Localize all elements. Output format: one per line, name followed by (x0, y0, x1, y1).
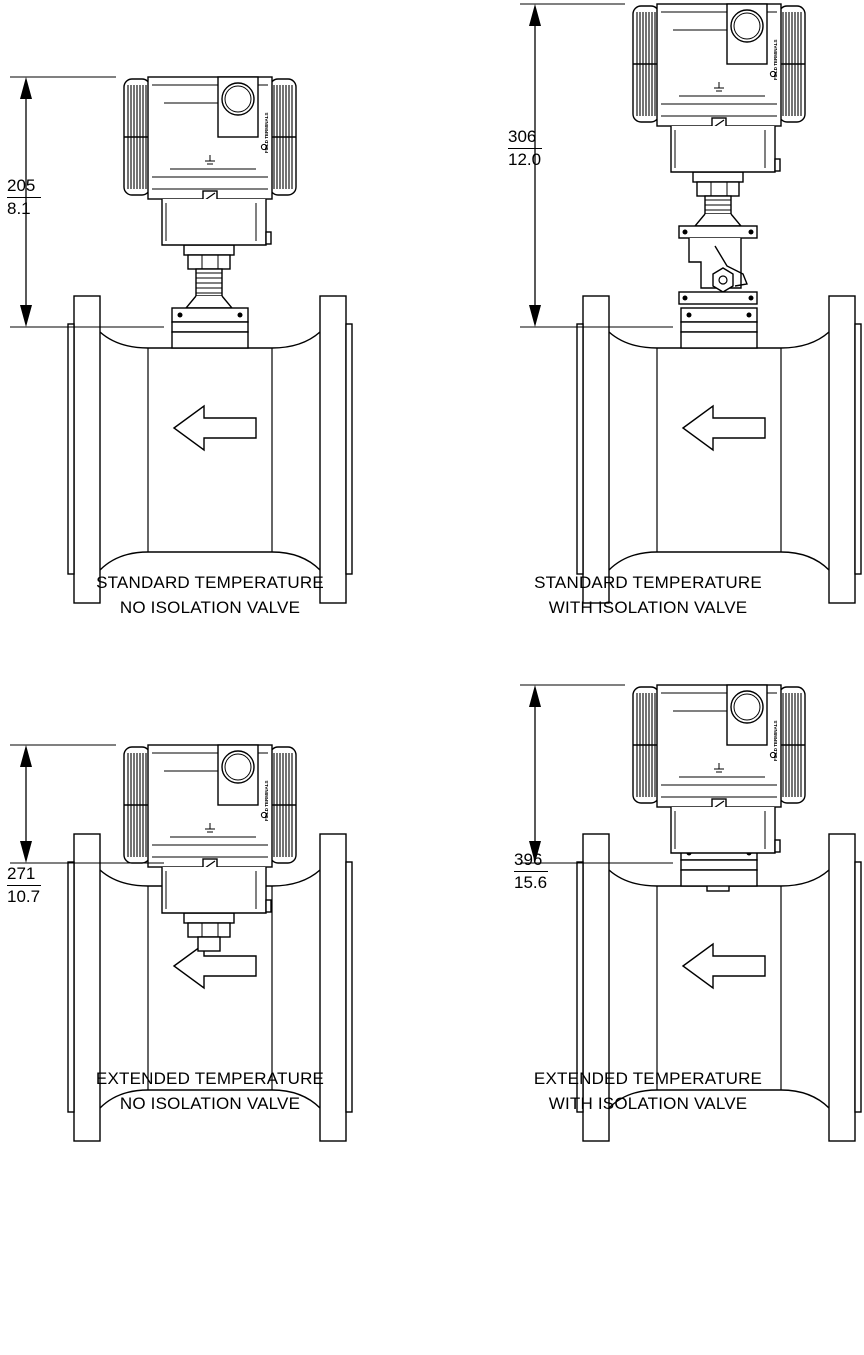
left-pipe-flange (582, 833, 610, 1142)
left-end-cap (632, 686, 660, 804)
right-pipe-flange (319, 295, 347, 604)
left-pipe-flange (73, 833, 101, 1142)
terminal-label: FIELD TERMINALS (773, 721, 778, 762)
transmitter-housing: FIELD TERMINALS (123, 744, 297, 914)
terminal-screw-icon (769, 751, 777, 759)
housing-neck (670, 126, 776, 173)
panel-caption: STANDARD TEMPERATURE NO ISOLATION VALVE (0, 570, 420, 620)
dimension-label: 306 12.0 (508, 127, 542, 170)
dimension-label: 271 10.7 (7, 864, 41, 907)
right-end-cap (778, 5, 806, 123)
right-pipe-flange (828, 833, 856, 1142)
valve-hex-nut (712, 267, 734, 293)
terminal-label: FIELD TERMINALS (264, 781, 269, 822)
housing-neck (161, 199, 267, 246)
terminal-screw-icon (260, 811, 268, 819)
caption-line-2: WITH ISOLATION VALVE (548, 598, 748, 617)
dimension-mm: 396 (514, 850, 548, 872)
arrow-left-icon (681, 942, 766, 990)
ground-symbol-icon (714, 82, 724, 92)
dimension-inch: 10.7 (7, 887, 41, 906)
panel-standard-with-valve: FIELD TERMINALS 306 12.0 STANDARD TEMPER… (432, 0, 864, 677)
meter-assembly: FIELD TERMINALS (10, 744, 353, 1142)
left-pipe-flange (582, 295, 610, 604)
caption-line-1: STANDARD TEMPERATURE (96, 573, 324, 592)
right-end-cap (269, 78, 297, 196)
mounting-flange (680, 307, 758, 349)
meter-drawing: FIELD TERMINALS (10, 76, 353, 604)
dimension-arrow (520, 684, 673, 864)
dimension-arrow (10, 76, 164, 328)
dimension-arrow (10, 744, 164, 864)
meter-assembly: FIELD TERMINALS (10, 76, 353, 604)
panel-standard-no-valve: FIELD TERMINALS 205 8.1 STANDARD TEMPERA… (0, 0, 432, 677)
display-window (221, 82, 255, 116)
dimension-inch: 12.0 (508, 150, 542, 169)
dimension-inch: 8.1 (7, 199, 31, 218)
sensor-stem (692, 171, 744, 227)
panel-extended-no-valve: FIELD TERMINALS 271 10.7 EXTENDED TEMPER… (0, 678, 432, 1355)
panel-caption: EXTENDED TEMPERATURE WITH ISOLATION VALV… (438, 1066, 858, 1116)
dimension-mm: 306 (508, 127, 542, 149)
caption-line-1: EXTENDED TEMPERATURE (533, 1069, 763, 1088)
right-end-cap (778, 686, 806, 804)
arrow-left-icon (172, 404, 257, 452)
meter-drawing: FIELD TERMINALS (520, 3, 862, 604)
caption-line-2: NO ISOLATION VALVE (119, 598, 301, 617)
ground-symbol-icon (714, 763, 724, 773)
terminal-screw-icon (769, 70, 777, 78)
dimension-mm: 205 (7, 176, 41, 198)
right-end-cap (269, 746, 297, 864)
meter-assembly: FIELD TERMINALS (520, 3, 862, 604)
meter-drawing: FIELD TERMINALS (520, 684, 862, 1142)
transmitter-housing: FIELD TERMINALS (632, 3, 806, 173)
housing-neck (670, 807, 776, 854)
display-window (221, 750, 255, 784)
left-end-cap (632, 5, 660, 123)
left-pipe-flange (73, 295, 101, 604)
flow-body (576, 295, 862, 604)
sensor-stem (183, 244, 235, 309)
arrow-left-icon (681, 404, 766, 452)
transmitter-housing: FIELD TERMINALS (632, 684, 806, 854)
display-window (730, 9, 764, 43)
dimension-arrow (520, 3, 673, 328)
dimension-inch: 15.6 (514, 873, 548, 892)
ground-symbol-icon (205, 155, 215, 165)
display-window (730, 690, 764, 724)
meter-drawing: FIELD TERMINALS (10, 744, 353, 1142)
right-pipe-flange (828, 295, 856, 604)
panel-caption: EXTENDED TEMPERATURE NO ISOLATION VALVE (0, 1066, 420, 1116)
dimension-label: 205 8.1 (7, 176, 41, 219)
terminal-screw-icon (260, 143, 268, 151)
left-end-cap (123, 746, 151, 864)
mounting-flange (171, 307, 249, 349)
caption-line-1: STANDARD TEMPERATURE (534, 573, 762, 592)
caption-line-2: NO ISOLATION VALVE (119, 1094, 301, 1113)
dimension-mm: 271 (7, 864, 41, 886)
dimension-label: 396 15.6 (514, 850, 548, 893)
flow-body (576, 833, 862, 1142)
terminal-label: FIELD TERMINALS (264, 113, 269, 154)
ground-symbol-icon (205, 823, 215, 833)
caption-line-2: WITH ISOLATION VALVE (548, 1094, 748, 1113)
isolation-valve (678, 225, 758, 305)
right-pipe-flange (319, 833, 347, 1142)
housing-neck (161, 867, 267, 914)
terminal-label: FIELD TERMINALS (773, 40, 778, 81)
caption-line-1: EXTENDED TEMPERATURE (95, 1069, 325, 1088)
left-end-cap (123, 78, 151, 196)
transmitter-housing: FIELD TERMINALS (123, 76, 297, 246)
panel-caption: STANDARD TEMPERATURE WITH ISOLATION VALV… (438, 570, 858, 620)
meter-assembly: FIELD TERMINALS (520, 684, 862, 1142)
panel-extended-with-valve: FIELD TERMINALS 396 15.6 EXTENDED TEMPER… (432, 678, 864, 1355)
